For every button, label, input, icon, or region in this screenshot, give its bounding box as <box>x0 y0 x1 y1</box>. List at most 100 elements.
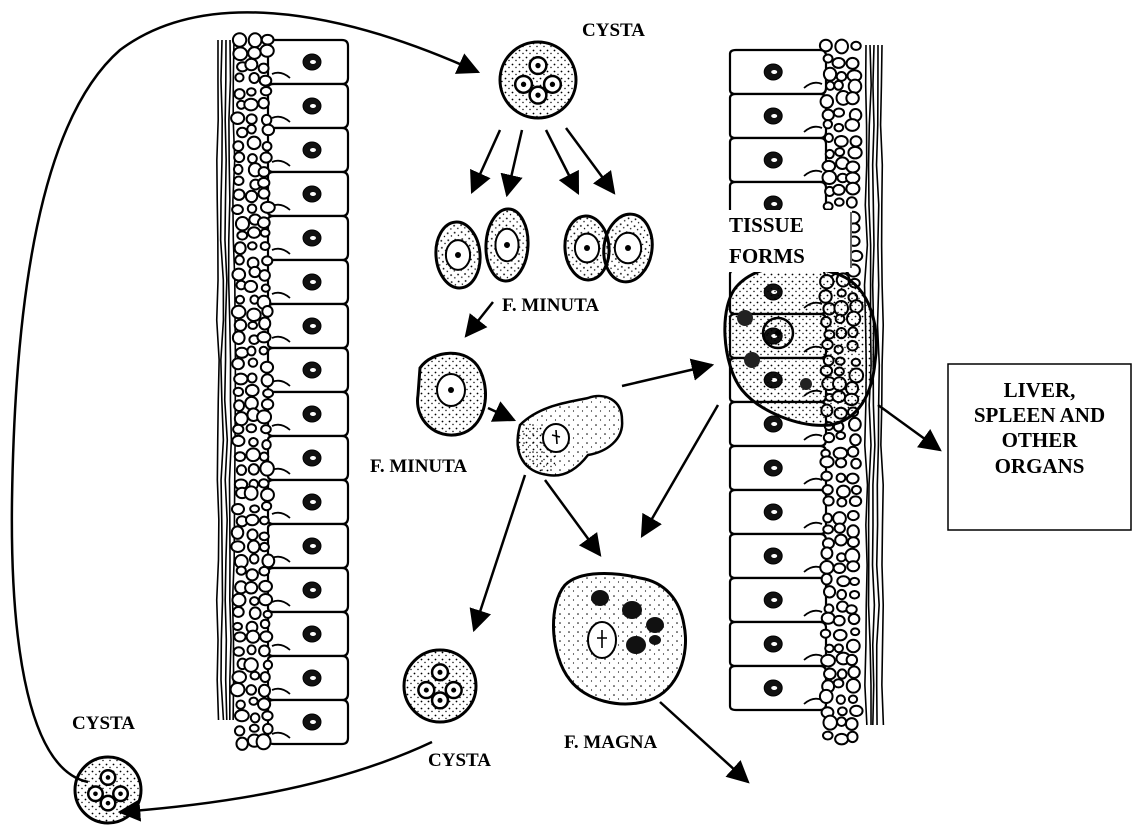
wall-bubble <box>261 242 270 250</box>
wall-bubble <box>247 125 256 134</box>
wall-bubble <box>847 655 857 665</box>
wall-bubble <box>821 95 833 108</box>
wall-bubble <box>260 76 272 86</box>
wall-bubble <box>262 35 274 45</box>
wall-bubble <box>246 685 255 694</box>
wall-bubble <box>846 183 859 195</box>
minuta-trophozoite <box>433 220 482 289</box>
cell-nucleolus <box>310 368 316 372</box>
wall-bubble <box>263 142 272 151</box>
wall-bubble <box>232 358 244 369</box>
wall-bubble <box>822 613 835 624</box>
minuta-trophozoite <box>600 211 657 285</box>
wall-bubble <box>234 400 244 411</box>
wall-bubble <box>237 128 247 138</box>
wall-bubble <box>259 567 269 576</box>
wall-bubble <box>237 465 246 475</box>
wall-bubble <box>851 459 861 469</box>
wall-bubble <box>247 631 260 643</box>
arrow-tissue-to-organs <box>878 405 940 450</box>
wall-bubble <box>847 197 857 207</box>
cell-nucleolus <box>771 70 777 74</box>
wall-bubble <box>823 732 833 740</box>
wall-bubble <box>248 227 260 238</box>
wall-bubble <box>833 185 845 195</box>
cell-nucleolus <box>310 412 316 416</box>
wall-bubble <box>235 726 244 735</box>
wall-bubble <box>235 256 244 265</box>
epithelial-cell <box>268 84 348 128</box>
wall-bubble <box>820 690 833 703</box>
wall-bubble <box>837 717 846 726</box>
cyst-wall <box>75 757 141 823</box>
wall-bubble <box>847 640 860 652</box>
cyst-karyosome <box>521 82 526 87</box>
arrow-cyst-to-minuta-2 <box>507 130 522 195</box>
arrow-magna-out <box>660 702 748 782</box>
wall-bubble <box>259 167 270 177</box>
wall-bubble <box>244 658 257 672</box>
wall-bubble <box>850 434 861 445</box>
left-wall-fibers <box>217 40 236 720</box>
wall-bubble <box>851 136 862 146</box>
arrow-tissue-to-magna <box>642 405 718 536</box>
cyst-bottom-middle <box>404 650 476 722</box>
wall-bubble <box>823 485 833 494</box>
wall-bubble <box>820 40 832 52</box>
wall-bubble <box>259 64 269 73</box>
wall-bubble <box>233 331 245 344</box>
wall-bubble <box>234 176 243 185</box>
dividing-amoeba <box>517 396 622 475</box>
wall-bubble <box>263 724 273 734</box>
wall-bubble <box>257 410 271 423</box>
epithelial-cell <box>730 666 826 710</box>
cyst-bottom-left <box>75 757 141 823</box>
wall-bubble <box>247 424 256 432</box>
cyst-karyosome <box>106 801 111 806</box>
wall-bubble <box>259 594 272 605</box>
wall-bubble <box>824 55 833 63</box>
cyst-karyosome <box>424 688 429 693</box>
epithelial-cell <box>268 568 348 612</box>
wall-bubble <box>245 582 257 594</box>
wall-bubble <box>262 502 271 510</box>
label-tissue-forms-line1: TISSUE <box>729 215 804 236</box>
wall-bubble <box>235 242 246 254</box>
wall-bubble <box>235 73 243 81</box>
wall-bubble <box>234 647 244 656</box>
epithelial-cell <box>268 172 348 216</box>
cell-nucleolus <box>310 676 316 680</box>
wall-bubble <box>835 40 848 54</box>
wall-bubble <box>233 623 242 630</box>
epithelial-cell <box>730 578 826 622</box>
wall-bubble <box>847 732 857 742</box>
cell-nucleolus <box>310 544 316 548</box>
wall-bubble <box>262 306 272 317</box>
wall-bubble <box>834 616 845 626</box>
wall-bubble <box>834 81 843 90</box>
wall-bubble <box>248 540 259 552</box>
wall-bubble <box>824 120 832 128</box>
wall-bubble <box>246 448 259 461</box>
epithelial-cell <box>730 50 826 94</box>
wall-bubble <box>845 119 859 131</box>
cyst-karyosome <box>106 775 111 780</box>
wall-bubble <box>232 526 244 539</box>
wall-bubble <box>233 671 246 683</box>
minuta-karyosome <box>455 252 461 258</box>
epithelial-cell <box>268 436 348 480</box>
arrow-dividing-to-tissue <box>622 365 712 386</box>
wall-bubble <box>823 171 837 184</box>
wall-bubble <box>823 514 832 523</box>
wall-bubble <box>262 399 273 409</box>
wall-bubble <box>250 73 259 83</box>
label-f-minuta-left: F. MINUTA <box>370 457 467 476</box>
wall-bubble <box>849 418 861 431</box>
cell-nucleolus <box>771 158 777 162</box>
wall-bubble <box>258 217 270 228</box>
organs-label-line2: SPLEEN AND <box>948 403 1131 428</box>
minuta-trophozoite <box>484 208 529 282</box>
wall-bubble <box>848 447 859 457</box>
wall-bubble <box>262 256 272 265</box>
wall-bubble <box>261 489 274 501</box>
